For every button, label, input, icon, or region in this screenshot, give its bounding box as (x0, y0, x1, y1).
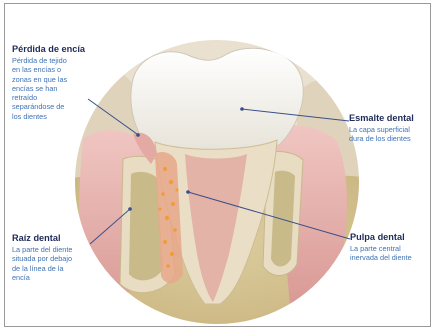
diagram-frame: Pérdida de encía Pérdida de tejido en la… (4, 3, 431, 327)
label-pulpa-dental: Pulpa dental La parte central inervada d… (350, 232, 428, 263)
label-esmalte-description: La capa superficial dura de los dientes (349, 125, 429, 144)
label-raiz-description: La parte del diente situada por debajo d… (12, 245, 92, 282)
desc-line: dura de los dientes (349, 134, 429, 143)
desc-line: encías se han (12, 84, 90, 93)
label-perdida-title: Pérdida de encía (12, 44, 90, 55)
label-raiz-title: Raíz dental (12, 233, 92, 244)
label-pulpa-title: Pulpa dental (350, 232, 428, 243)
desc-line: encía (12, 273, 92, 282)
desc-line: situada por debajo (12, 254, 92, 263)
desc-line: de la línea de la (12, 264, 92, 273)
label-raiz-dental: Raíz dental La parte del diente situada … (12, 233, 92, 282)
label-perdida-encia: Pérdida de encía Pérdida de tejido en la… (12, 44, 90, 121)
label-esmalte-dental: Esmalte dental La capa superficial dura … (349, 113, 429, 144)
label-esmalte-title: Esmalte dental (349, 113, 429, 124)
desc-line: en las encías o (12, 65, 90, 74)
desc-line: zonas en que las (12, 75, 90, 84)
label-perdida-description: Pérdida de tejido en las encías o zonas … (12, 56, 90, 121)
desc-line: La capa superficial (349, 125, 429, 134)
desc-line: La parte central (350, 244, 428, 253)
desc-line: separándose de (12, 102, 90, 111)
desc-line: inervada del diente (350, 253, 428, 262)
label-pulpa-description: La parte central inervada del diente (350, 244, 428, 263)
desc-line: retraído (12, 93, 90, 102)
desc-line: La parte del diente (12, 245, 92, 254)
desc-line: los dientes (12, 112, 90, 121)
desc-line: Pérdida de tejido (12, 56, 90, 65)
